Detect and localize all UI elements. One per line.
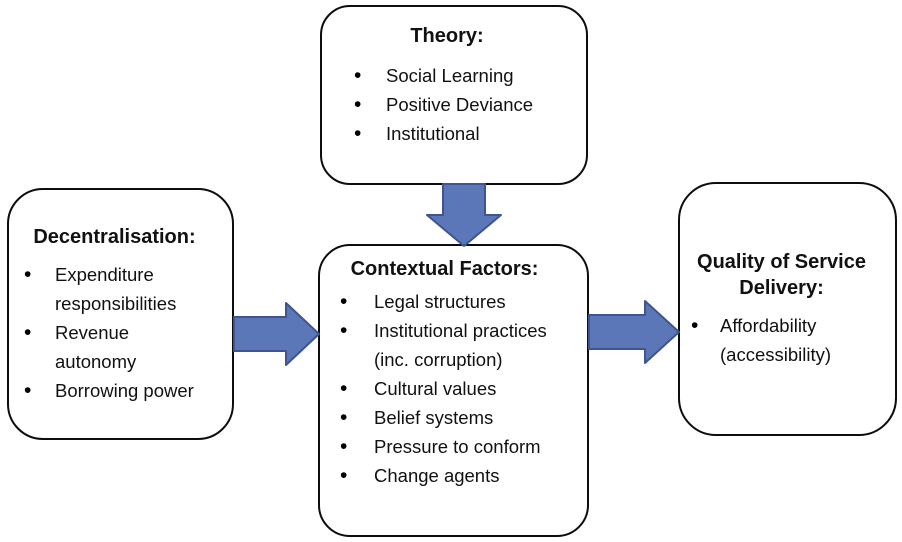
contextual-factors-box-title: Contextual Factors: [350,258,539,280]
theory-box: Theory: Social Learning Positive Devianc… [320,5,588,185]
contextual-factors-bullet-list: Legal structures Institutional practices… [320,287,569,490]
list-item: Pressure to conform [320,432,569,461]
theory-bullet-list: Social Learning Positive Deviance Instit… [322,61,572,148]
decentralisation-box: Decentralisation: Expenditure responsibi… [7,188,234,440]
quality-of-service-box-title: Quality of Service Delivery: [697,251,866,299]
list-item: Belief systems [320,403,569,432]
list-item: Affordability (accessibility) [680,311,871,369]
right-arrow-shape [588,300,680,364]
down-arrow-icon [426,183,502,247]
down-arrow-shape [426,183,502,247]
list-item: Expenditure responsibilities [9,260,206,318]
list-item: Social Learning [322,61,572,90]
right-arrow-icon [233,302,320,366]
list-item: Change agents [320,461,569,490]
list-item: Institutional practices (inc. corruption… [320,316,569,374]
right-arrow-shape [233,302,320,366]
list-item: Revenue autonomy [9,318,206,376]
decentralisation-bullet-list: Expenditure responsibilities Revenue aut… [9,260,206,405]
list-item: Borrowing power [9,376,206,405]
quality-bullet-list: Affordability (accessibility) [680,311,871,369]
right-arrow-icon [588,300,680,364]
quality-of-service-box: Quality of Service Delivery: Affordabili… [678,182,897,436]
contextual-factors-box: Contextual Factors: Legal structures Ins… [318,244,589,537]
list-item: Legal structures [320,287,569,316]
decentralisation-box-title: Decentralisation: [33,225,196,248]
list-item: Positive Deviance [322,90,572,119]
theory-box-title: Theory: [410,25,484,47]
list-item: Institutional [322,119,572,148]
list-item: Cultural values [320,374,569,403]
